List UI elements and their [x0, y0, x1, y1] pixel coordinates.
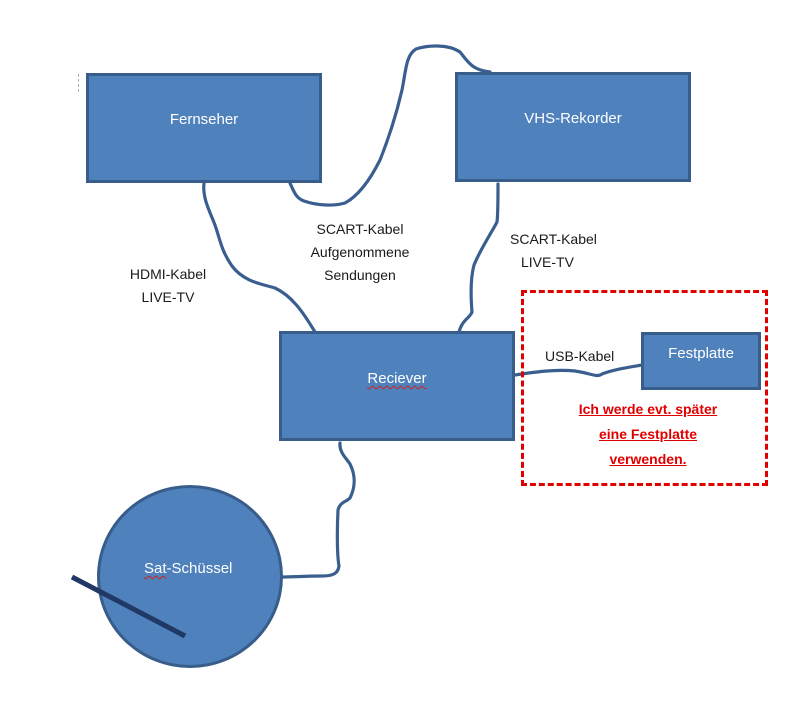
usb-cable-label: USB-Kabel	[545, 348, 615, 364]
hdmi-cable	[202, 181, 317, 334]
node-vhs-rekorder[interactable]: VHS-Rekorder	[455, 72, 691, 182]
scart-vhs-receiver-label: SCART-Kabel LIVE-TV	[510, 231, 597, 270]
hdmi-cable-label: HDMI-Kabel LIVE-TV	[129, 266, 207, 305]
node-receiver-label: Reciever	[367, 370, 427, 387]
usb-cable	[513, 363, 644, 378]
optional-area-box	[521, 290, 768, 486]
node-receiver[interactable]: Reciever	[279, 331, 515, 441]
node-fernseher-label: Fernseher	[169, 111, 239, 128]
handle-marker	[78, 74, 81, 92]
node-festplatte[interactable]: Festplatte	[641, 332, 761, 390]
scart-tv-vhs-label: SCART-Kabel Aufgenommene Sendungen	[310, 221, 410, 283]
scart-cable-tv-vhs	[288, 44, 492, 207]
sat-cable	[280, 441, 356, 579]
optional-note: Ich werde evt. später eine Festplatte ve…	[578, 401, 718, 467]
scart-cable-vhs-receiver	[457, 182, 500, 334]
node-fernseher[interactable]: Fernseher	[86, 73, 322, 183]
node-sat-schuessel-label: Sat-Schüssel	[144, 560, 233, 577]
node-vhs-rekorder-label: VHS-Rekorder	[524, 110, 622, 127]
node-sat-schuessel[interactable]: Sat-Schüssel	[97, 485, 283, 668]
node-festplatte-label: Festplatte	[668, 345, 734, 362]
